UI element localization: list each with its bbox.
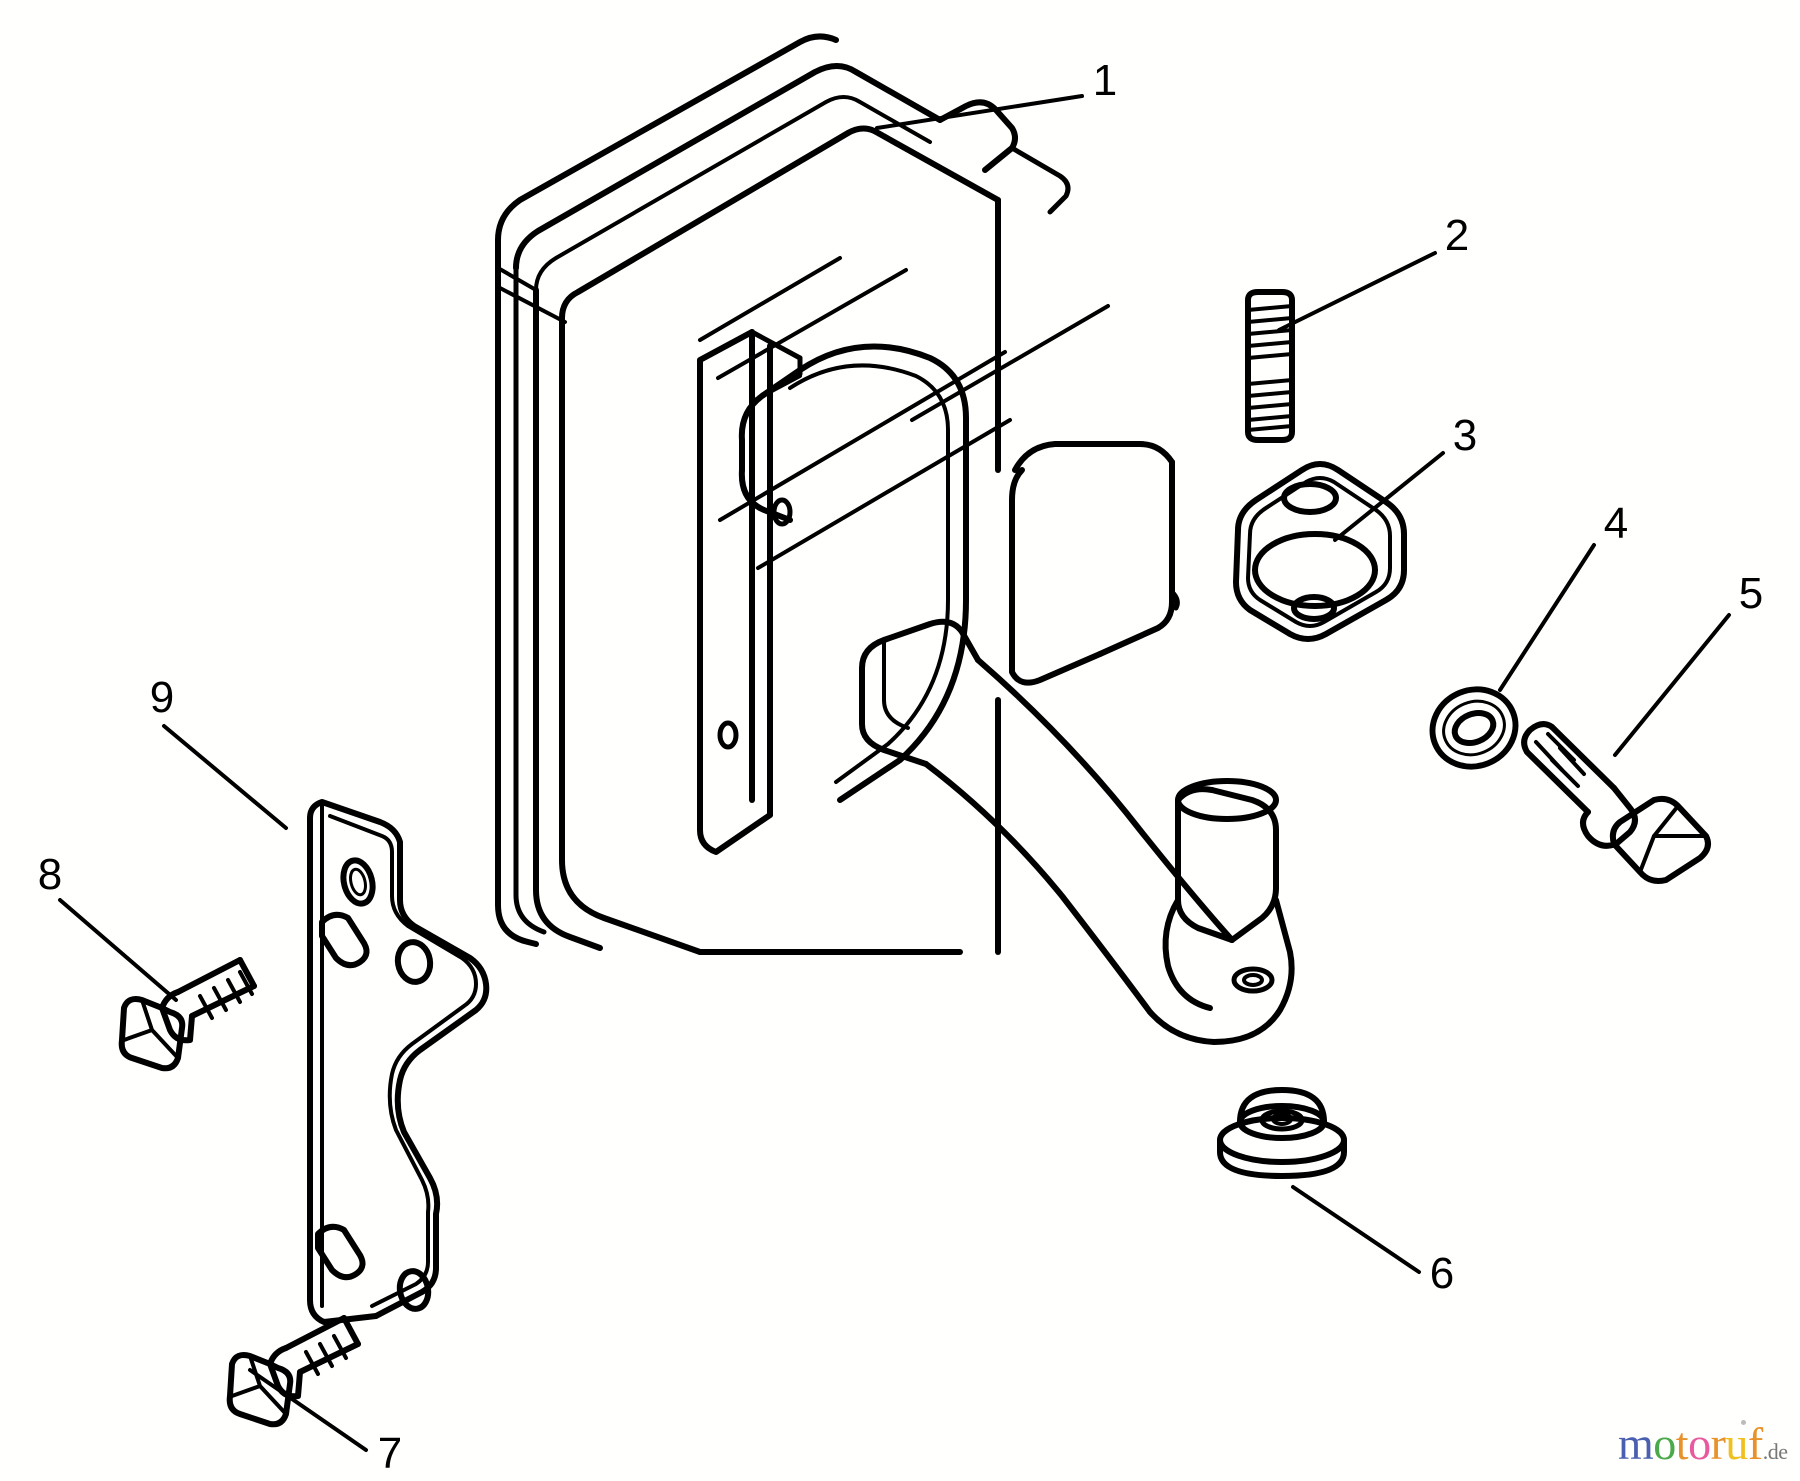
muffler-front-pocket xyxy=(738,343,969,803)
logo-letter-m: m xyxy=(1618,1418,1654,1469)
leader-3 xyxy=(1333,451,1445,542)
part-hex-flange-bolt xyxy=(1521,721,1711,884)
leader-9 xyxy=(162,724,288,830)
exhaust-pipe xyxy=(859,618,1295,1045)
part-bolt-upper xyxy=(118,957,257,1072)
part-washer xyxy=(1429,686,1519,770)
leader-7 xyxy=(248,1368,368,1452)
logo-letter-t: t xyxy=(1675,1418,1689,1469)
leader-6 xyxy=(1291,1185,1421,1274)
callout-number-5: 5 xyxy=(1739,569,1763,618)
callout-number-1: 1 xyxy=(1093,56,1117,105)
callout-number-2: 2 xyxy=(1445,211,1469,260)
leader-1 xyxy=(875,94,1084,130)
callout-number-8: 8 xyxy=(38,850,62,899)
callout-number-6: 6 xyxy=(1430,1249,1454,1298)
logo-letter-u: u xyxy=(1725,1418,1748,1469)
part-exhaust-nut xyxy=(1217,1087,1347,1179)
muffler-surface-creases xyxy=(698,256,908,380)
leader-5 xyxy=(1613,613,1731,757)
leader-8 xyxy=(58,898,178,1002)
logo-dot-accent xyxy=(1741,1420,1746,1425)
callout-number-9: 9 xyxy=(150,673,174,722)
logo-suffix-de: .de xyxy=(1762,1439,1788,1464)
logo-letter-r: r xyxy=(1710,1418,1726,1469)
part-bolt-lower xyxy=(226,1315,361,1428)
callout-numbers: 1 2 3 4 5 6 7 8 9 xyxy=(38,56,1763,1478)
leader-2 xyxy=(1277,251,1437,332)
muffler-strap xyxy=(697,329,803,855)
leader-lines xyxy=(58,94,1731,1452)
logo-letter-f: f xyxy=(1747,1418,1763,1469)
motoruf-logo: motoruf.de xyxy=(1618,1418,1794,1470)
callout-number-3: 3 xyxy=(1453,411,1477,460)
part-mounting-bracket xyxy=(307,799,490,1325)
logo-letter-o2: o xyxy=(1688,1418,1711,1469)
part-stud xyxy=(1245,289,1295,443)
logo-letter-o1: o xyxy=(1653,1418,1676,1469)
callout-number-4: 4 xyxy=(1604,499,1628,548)
part-exhaust-gasket xyxy=(1233,461,1407,642)
callout-number-7: 7 xyxy=(378,1429,402,1478)
part-muffler xyxy=(495,33,1110,955)
heat-shield xyxy=(1009,441,1180,686)
leader-4 xyxy=(1498,543,1596,692)
